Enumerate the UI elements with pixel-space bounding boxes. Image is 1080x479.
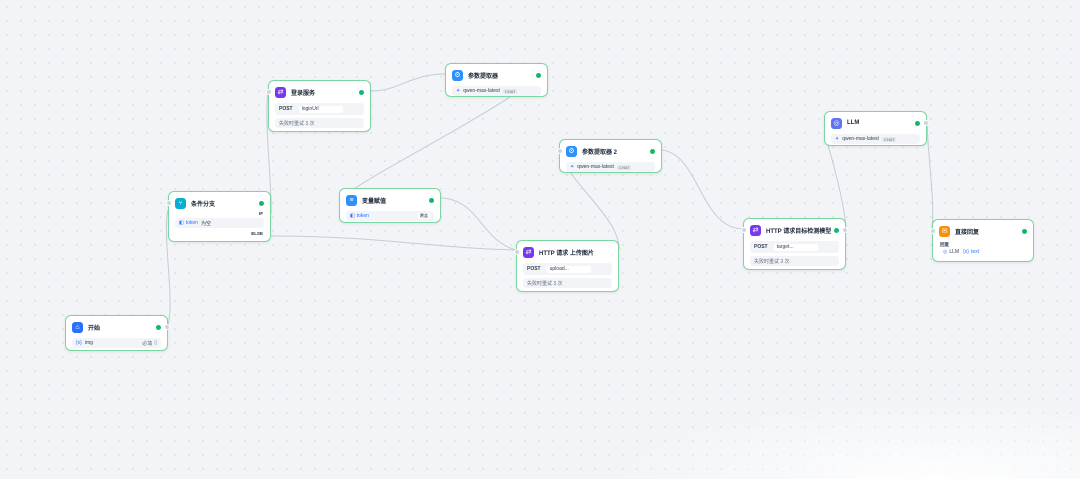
param-extractor-icon: ⚙ bbox=[452, 69, 463, 81]
variable-icon: ◧ bbox=[350, 213, 355, 219]
success-icon bbox=[915, 120, 920, 126]
edge-param1-assigner bbox=[339, 96, 511, 199]
assign-op: 覆盖 bbox=[418, 213, 430, 219]
param-extractor-icon: ⚙ bbox=[566, 145, 577, 157]
llm-icon: ◎ bbox=[943, 249, 948, 255]
retry-text: 失败时重试 3 次 bbox=[523, 278, 612, 288]
node-detect-http[interactable]: ⇄ HTTP 请求目标检测模型 POST target... 失败时重试 3 次 bbox=[741, 218, 848, 270]
node-param-extractor[interactable]: ⚙ 参数提取器 ✦ qwen-max-latest CHAT bbox=[445, 63, 548, 97]
edge-param2-detect bbox=[661, 149, 744, 230]
edge-param2-upload bbox=[569, 171, 620, 251]
success-icon bbox=[156, 324, 161, 330]
var-required: 必填 bbox=[142, 340, 153, 347]
assigner-icon: ≡ bbox=[346, 194, 357, 206]
branch-icon: ⑂ bbox=[175, 197, 186, 209]
edge-assigner-upload bbox=[440, 197, 517, 251]
success-icon bbox=[259, 200, 264, 206]
node-llm[interactable]: ◎ LLM ✦ qwen-max-latest CHAT bbox=[824, 111, 929, 146]
node-title: 参数提取器 bbox=[468, 73, 499, 80]
edge-llm-detect bbox=[827, 144, 847, 230]
node-title: 直接回复 bbox=[955, 229, 980, 236]
input-handle[interactable] bbox=[166, 200, 172, 206]
canvas-shade bbox=[600, 400, 1080, 479]
node-login-http[interactable]: ⇄ 登录服务 POST loginUrl 失败时重试 3 次 bbox=[266, 80, 371, 132]
input-handle[interactable] bbox=[514, 249, 520, 255]
home-icon: ⌂ bbox=[72, 321, 83, 333]
node-variable-assigner[interactable]: ≡ 变量赋值 ◧ token 覆盖 bbox=[339, 188, 441, 223]
model-mode: CHAT bbox=[502, 88, 518, 94]
http-icon: ⇄ bbox=[275, 86, 286, 98]
node-start[interactable]: ⌂ 开始 {x} img 必填 ▯ bbox=[65, 315, 170, 351]
edge-start-ifelse bbox=[165, 209, 171, 326]
http-method: POST bbox=[527, 266, 541, 272]
http-icon: ⇄ bbox=[523, 246, 534, 258]
var-name: img bbox=[84, 340, 93, 346]
http-url: upload... bbox=[546, 265, 591, 273]
llm-icon: ◎ bbox=[831, 117, 842, 129]
edge-ifelse-upload bbox=[270, 235, 517, 251]
model-name: qwen-max-latest bbox=[577, 164, 614, 170]
file-icon: ▯ bbox=[154, 340, 157, 346]
model-icon: ✦ bbox=[835, 136, 840, 142]
node-answer[interactable]: ✉ 直接回复 回复 ◎ LLM {x} text bbox=[930, 219, 1034, 262]
answer-ref-var: text bbox=[970, 249, 980, 255]
node-title: 开始 bbox=[88, 325, 101, 332]
http-method: POST bbox=[279, 106, 293, 112]
answer-icon: ✉ bbox=[939, 225, 950, 237]
node-upload-http[interactable]: ⇄ HTTP 请求 上传图片 POST upload... 失败时重试 3 次 bbox=[514, 240, 619, 292]
model-icon: ✦ bbox=[456, 88, 461, 94]
node-title: LLM bbox=[847, 120, 860, 126]
success-icon bbox=[429, 197, 434, 203]
node-title: 登录服务 bbox=[291, 90, 316, 97]
input-handle[interactable] bbox=[741, 227, 747, 233]
output-handle[interactable] bbox=[923, 120, 929, 126]
model-name: qwen-max-latest bbox=[463, 88, 500, 94]
cond-var: token bbox=[185, 220, 198, 226]
assign-var: token bbox=[356, 213, 369, 219]
node-title: 变量赋值 bbox=[362, 198, 387, 205]
http-url: loginUrl bbox=[298, 105, 343, 113]
success-icon bbox=[359, 89, 364, 95]
node-title: HTTP 请求 上传图片 bbox=[539, 250, 594, 257]
edge-login-param1 bbox=[370, 73, 446, 92]
success-icon bbox=[536, 72, 541, 78]
answer-label: 回复 bbox=[940, 242, 949, 247]
output-handle[interactable] bbox=[842, 227, 848, 233]
http-url: target... bbox=[773, 243, 818, 251]
answer-ref: ◎ LLM {x} text bbox=[933, 248, 1033, 256]
retry-text: 失败时重试 3 次 bbox=[750, 256, 839, 266]
input-handle[interactable] bbox=[266, 89, 272, 95]
variable-icon: ◧ bbox=[179, 220, 184, 226]
success-icon bbox=[1022, 228, 1027, 234]
model-mode: CHAT bbox=[881, 136, 897, 142]
output-handle[interactable] bbox=[164, 324, 170, 330]
node-ifelse[interactable]: ⑂ 条件分支 IF ◧ token 为空 ELSE bbox=[166, 191, 271, 242]
edge-llm-answer bbox=[926, 120, 934, 230]
answer-ref-node: LLM bbox=[949, 249, 960, 255]
if-label: IF bbox=[259, 211, 263, 216]
model-icon: ✦ bbox=[570, 164, 575, 170]
variable-icon: {x} bbox=[76, 340, 82, 346]
node-title: 参数提取器 2 bbox=[582, 149, 618, 156]
success-icon bbox=[834, 227, 839, 233]
else-label: ELSE bbox=[251, 231, 263, 236]
node-title: HTTP 请求目标检测模型 bbox=[766, 228, 832, 235]
node-title: 条件分支 bbox=[191, 201, 216, 208]
retry-text: 失败时重试 3 次 bbox=[275, 118, 364, 128]
http-method: POST bbox=[754, 244, 768, 250]
input-handle[interactable] bbox=[557, 148, 563, 154]
cond-op: 为空 bbox=[200, 220, 211, 227]
http-icon: ⇄ bbox=[750, 224, 761, 236]
model-name: qwen-max-latest bbox=[842, 136, 879, 142]
variable-icon: {x} bbox=[963, 249, 969, 255]
success-icon bbox=[650, 148, 655, 154]
input-handle[interactable] bbox=[930, 228, 936, 234]
node-param-extractor-2[interactable]: ⚙ 参数提取器 2 ✦ qwen-max-latest CHAT bbox=[557, 139, 662, 173]
model-mode: CHAT bbox=[616, 164, 632, 170]
